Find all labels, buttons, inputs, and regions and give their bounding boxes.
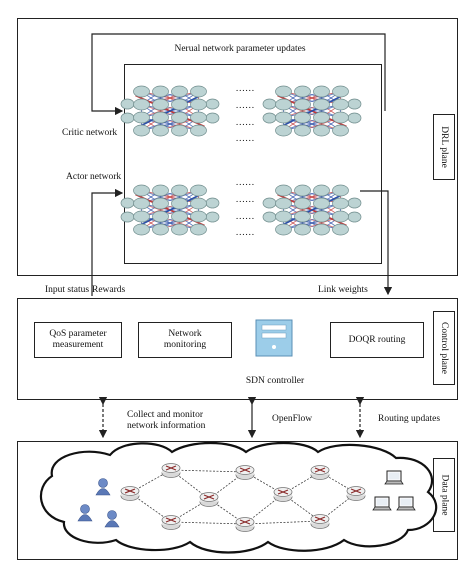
router-icon (235, 465, 255, 480)
critic-dots-3: …… (235, 118, 255, 128)
router-icon (273, 487, 293, 502)
router-icon (120, 486, 140, 501)
laptop-icon (372, 496, 392, 511)
link-weights-label: Link weights (318, 285, 368, 295)
router-icon (310, 514, 330, 529)
cloud-icon (39, 441, 438, 554)
collect-monitor-line-1: Collect and monitor (127, 410, 203, 420)
user-icon (77, 504, 93, 522)
qos-line-1: QoS parameter (49, 329, 107, 339)
drl-plane (17, 18, 458, 276)
actor-dots-2: …… (235, 195, 255, 205)
critic-net-right (262, 85, 362, 137)
sdn-controller-label: SDN controller (245, 376, 305, 386)
laptop-icon (384, 470, 404, 485)
router-icon (161, 463, 181, 478)
netmon-line-1: Network (168, 329, 202, 339)
critic-dots-2: …… (235, 101, 255, 111)
routing-updates-label: Routing updates (378, 414, 441, 424)
control-plane (17, 298, 458, 400)
user-icon (95, 478, 111, 496)
openflow-label: OpenFlow (272, 414, 313, 424)
control-plane-label: Control plane (433, 311, 455, 385)
netmon-line-2: monitoring (163, 340, 207, 350)
doqr-routing-box: DOQR routing (330, 322, 424, 358)
qos-line-2: measurement (52, 340, 104, 350)
network-monitoring-box: Network monitoring (138, 322, 232, 358)
critic-dots-1: …… (235, 84, 255, 94)
router-icon (310, 465, 330, 480)
network-link (170, 469, 246, 473)
router-icon (161, 515, 181, 530)
drl-plane-label: DRL plane (433, 114, 455, 180)
rewards-label: Rewards (92, 285, 126, 295)
router-icon (346, 486, 366, 501)
user-icon (104, 510, 120, 528)
qos-measurement-box: QoS parameter measurement (34, 322, 122, 358)
critic-network-label: Critic network (62, 128, 118, 138)
network-link (170, 521, 246, 525)
collect-monitor-line-2: network information (127, 421, 206, 431)
input-status-label: Input status (45, 285, 90, 295)
critic-dots-4: …… (235, 134, 255, 144)
router-icon (235, 517, 255, 532)
data-plane-label: Data plane (433, 458, 455, 532)
critic-net-left (120, 85, 220, 137)
actor-dots-1: …… (235, 178, 255, 188)
data-plane (17, 441, 458, 560)
actor-dots-3: …… (235, 212, 255, 222)
laptop-icon (396, 496, 416, 511)
nn-updates-label: Nerual network parameter updates (174, 44, 306, 54)
actor-dots-4: …… (235, 228, 255, 238)
router-icon (199, 492, 219, 507)
actor-net-right (262, 184, 362, 236)
actor-network-label: Actor network (66, 172, 122, 182)
actor-net-left (120, 184, 220, 236)
